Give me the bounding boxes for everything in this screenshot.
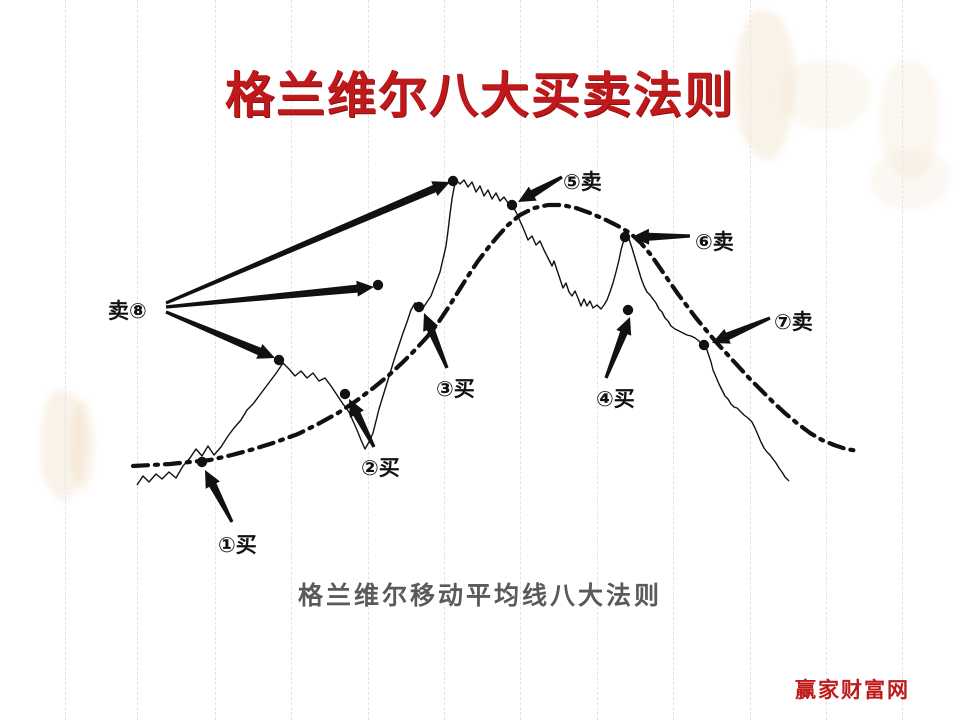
price-path [136, 179, 790, 486]
annotation-label-a4: ④买 [596, 387, 635, 411]
paper-texture-blob [870, 150, 950, 210]
point-8b-marker [372, 279, 384, 291]
annotation-label-a8: 卖⑧ [108, 299, 147, 323]
arrow-2 [349, 399, 376, 448]
arrow-8a [165, 181, 450, 305]
chart-caption: 格兰维尔移动平均线八大法则 [297, 581, 662, 610]
annotation-label-a7: ⑦卖 [774, 310, 813, 334]
gridline-3 [291, 0, 292, 720]
point-7-marker [698, 339, 710, 351]
site-watermark: 赢家财富网 [795, 677, 910, 702]
annotation-label-a5: ⑤卖 [563, 170, 602, 194]
arrow-6 [632, 228, 690, 245]
arrow-7 [712, 316, 771, 344]
paper-texture-blob [735, 10, 795, 160]
page-title: 格兰维尔八大买卖法则 [224, 66, 735, 124]
arrow-3 [423, 313, 449, 369]
point-3-marker [413, 301, 425, 313]
gridline-0 [65, 0, 66, 720]
annotation-label-a1: ①买 [218, 533, 257, 557]
paper-texture-blob [70, 400, 94, 490]
annotation-label-a2: ②买 [361, 456, 400, 480]
paper-texture-blob [880, 60, 940, 180]
arrow-5 [518, 175, 563, 202]
annotation-label-a3: ③买 [436, 377, 475, 401]
arrow-1 [205, 470, 234, 523]
point-2-marker [339, 388, 351, 400]
gridline-4 [368, 0, 369, 720]
point-5-marker [506, 199, 518, 211]
paper-texture-blob [780, 60, 870, 130]
gridline-6 [520, 0, 521, 720]
point-4-marker [622, 304, 634, 316]
gridline-1 [137, 0, 138, 720]
point-1-marker [196, 456, 208, 468]
point-8c-marker [447, 175, 459, 187]
gridline-9 [750, 0, 751, 720]
price-line [136, 179, 790, 486]
arrow-4 [604, 317, 632, 379]
annotation-label-a6: ⑥卖 [695, 230, 734, 254]
signal-point-markers [196, 175, 710, 468]
gridline-7 [597, 0, 598, 720]
arrow-8c [165, 310, 275, 359]
moving-average-line [130, 202, 861, 469]
paper-texture-blob [40, 390, 86, 500]
gridline-8 [673, 0, 674, 720]
annotation-arrows [165, 175, 771, 523]
arrow-8b [165, 280, 374, 309]
point-6-marker [619, 231, 631, 243]
gridline-10 [826, 0, 827, 720]
moving-average-path [130, 202, 861, 469]
gridline-2 [215, 0, 216, 720]
point-8a-marker [273, 354, 285, 366]
gridline-11 [902, 0, 903, 720]
